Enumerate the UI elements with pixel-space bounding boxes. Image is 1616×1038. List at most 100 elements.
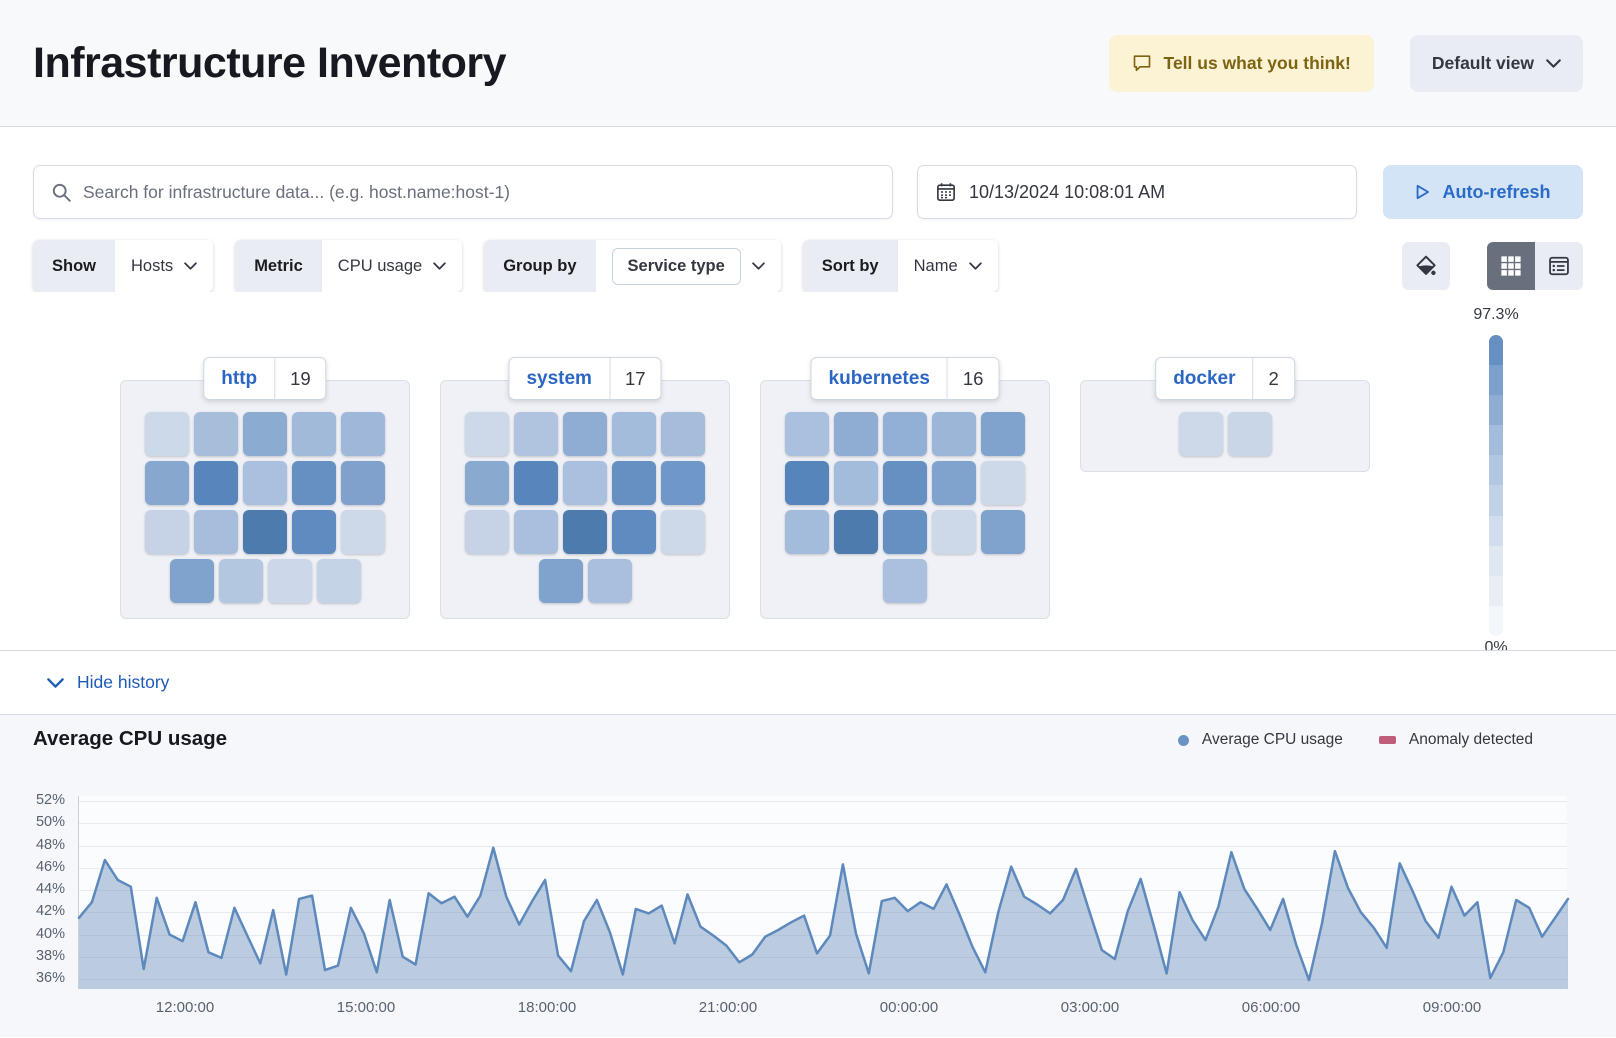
host-tile[interactable] <box>316 559 361 603</box>
host-tile[interactable] <box>932 412 976 456</box>
legend-step <box>1489 605 1503 636</box>
chevron-down-icon <box>751 262 765 270</box>
saved-view-dropdown[interactable]: Default view <box>1409 34 1583 92</box>
host-tile[interactable] <box>194 412 238 456</box>
host-tile[interactable] <box>465 412 509 456</box>
tile-row <box>785 461 1025 505</box>
host-tile[interactable] <box>587 559 632 603</box>
y-axis-labels: 52%50%48%46%44%42%40%38%36% <box>0 792 65 989</box>
host-tile[interactable] <box>883 510 927 554</box>
host-tile[interactable] <box>218 559 263 603</box>
host-tile[interactable] <box>612 412 656 456</box>
host-tile[interactable] <box>194 510 238 554</box>
x-tick-label: 00:00:00 <box>879 999 939 1016</box>
host-tile[interactable] <box>169 559 214 603</box>
hide-history-toggle[interactable]: Hide history <box>0 650 1616 715</box>
host-tile[interactable] <box>145 461 189 505</box>
host-tile[interactable] <box>145 510 189 554</box>
header-actions: Tell us what you think! Default view <box>1108 34 1583 92</box>
tile-row <box>465 510 705 554</box>
host-tile[interactable] <box>267 559 312 603</box>
host-tile[interactable] <box>341 461 385 505</box>
tile-row <box>785 412 1025 456</box>
metric-filter[interactable]: Metric CPU usage <box>235 240 463 292</box>
gridline <box>79 867 1567 869</box>
tile-row <box>883 559 927 603</box>
auto-refresh-button[interactable]: Auto-refresh <box>1383 165 1583 219</box>
feedback-button[interactable]: Tell us what you think! <box>1108 34 1374 92</box>
host-tile[interactable] <box>834 461 878 505</box>
host-tile[interactable] <box>514 510 558 554</box>
legend-item-average-cpu[interactable]: Average CPU usage <box>1177 731 1343 749</box>
host-tile[interactable] <box>243 510 287 554</box>
host-tile[interactable] <box>194 461 238 505</box>
host-tile[interactable] <box>785 510 829 554</box>
group-name-label: system <box>526 367 592 389</box>
host-tile[interactable] <box>465 510 509 554</box>
map-view-toggle[interactable] <box>1487 242 1535 290</box>
show-filter[interactable]: Show Hosts <box>33 240 214 292</box>
group-by-filter-value[interactable]: Service type <box>611 247 741 285</box>
anomaly-swatch-icon <box>1378 736 1396 744</box>
search-input[interactable] <box>83 181 874 203</box>
chevron-down-icon <box>1546 58 1561 68</box>
host-tile[interactable] <box>981 461 1025 505</box>
tile-row <box>465 412 705 456</box>
host-tile[interactable] <box>1178 412 1223 456</box>
host-tile[interactable] <box>883 461 927 505</box>
host-tile[interactable] <box>981 412 1025 456</box>
host-tile[interactable] <box>932 461 976 505</box>
host-tile[interactable] <box>785 412 829 456</box>
date-time-picker[interactable]: 10/13/2024 10:08:01 AM <box>917 165 1357 219</box>
host-tile[interactable] <box>292 510 336 554</box>
host-tile[interactable] <box>243 461 287 505</box>
host-tile[interactable] <box>538 559 583 603</box>
grid-icon <box>1500 255 1522 277</box>
host-tile[interactable] <box>661 412 705 456</box>
sort-by-filter[interactable]: Sort by Name <box>802 240 998 292</box>
host-tile[interactable] <box>661 510 705 554</box>
host-tile[interactable] <box>932 510 976 554</box>
color-palette-button[interactable] <box>1402 242 1450 290</box>
host-tile[interactable] <box>834 510 878 554</box>
gridline <box>79 956 1567 958</box>
host-tile[interactable] <box>514 412 558 456</box>
host-tile[interactable] <box>883 559 927 603</box>
gridline <box>79 845 1567 847</box>
host-tile[interactable] <box>514 461 558 505</box>
table-view-toggle[interactable] <box>1535 242 1583 290</box>
host-tile[interactable] <box>563 461 607 505</box>
legend-step <box>1489 575 1503 606</box>
host-tile[interactable] <box>563 510 607 554</box>
host-tile[interactable] <box>341 510 385 554</box>
show-filter-value: Hosts <box>131 256 174 275</box>
host-tile[interactable] <box>341 412 385 456</box>
x-tick-label: 09:00:00 <box>1422 999 1482 1016</box>
host-tile[interactable] <box>465 461 509 505</box>
chart-plot-area[interactable] <box>77 796 1570 989</box>
group-by-filter[interactable]: Group by Service type <box>484 240 781 292</box>
gridline <box>79 979 1567 980</box>
host-tile[interactable] <box>243 412 287 456</box>
host-tile[interactable] <box>292 412 336 456</box>
host-tile[interactable] <box>834 412 878 456</box>
legend-item-anomaly[interactable]: Anomaly detected <box>1378 731 1533 749</box>
group-name-label: http <box>221 367 258 389</box>
host-tile[interactable] <box>981 510 1025 554</box>
host-tile[interactable] <box>883 412 927 456</box>
host-tile[interactable] <box>145 412 189 456</box>
host-tile[interactable] <box>612 461 656 505</box>
host-tile[interactable] <box>785 461 829 505</box>
gridline <box>79 890 1567 891</box>
host-tile[interactable] <box>612 510 656 554</box>
host-tile[interactable] <box>1227 412 1272 456</box>
host-tile[interactable] <box>661 461 705 505</box>
host-tile[interactable] <box>563 412 607 456</box>
host-tile[interactable] <box>292 461 336 505</box>
